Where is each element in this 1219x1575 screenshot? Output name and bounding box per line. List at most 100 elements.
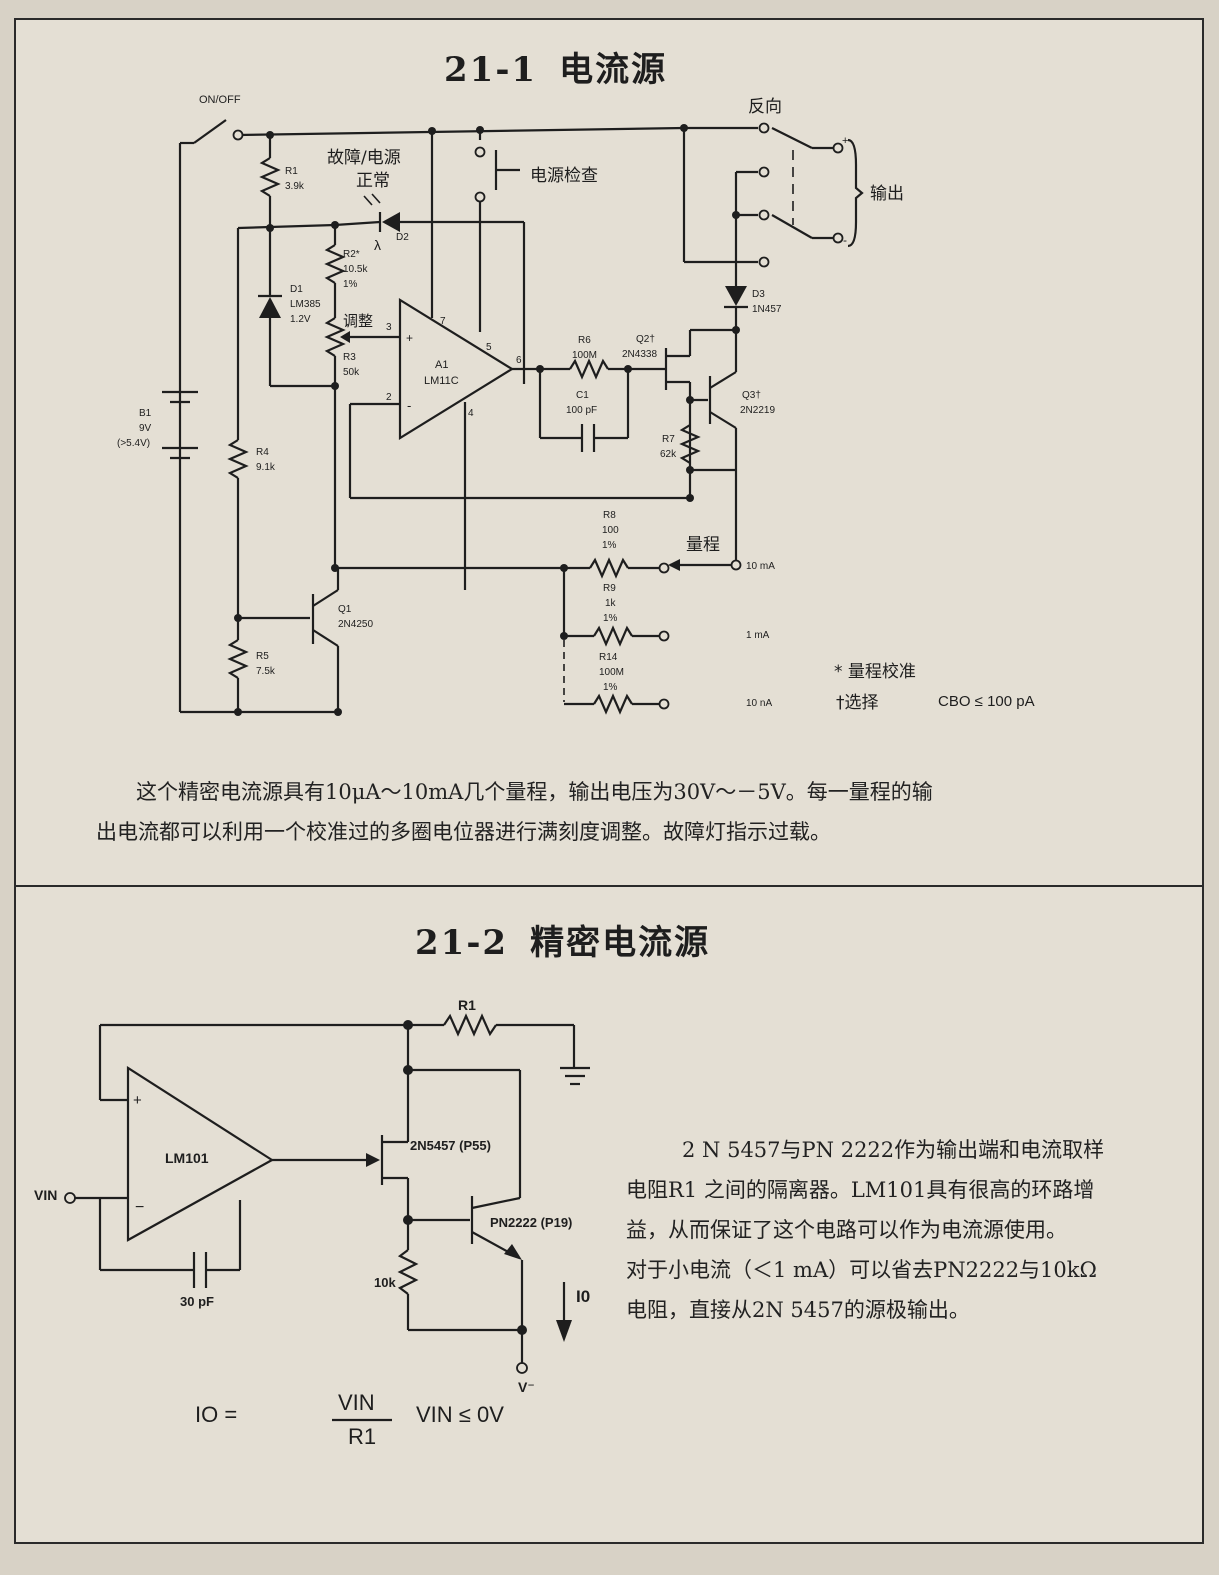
q1-label: Q1 <box>338 604 352 615</box>
labels-21-2: R1 LM101 + − VIN 30 pF 2N5457 (P55) PN22… <box>34 997 590 1449</box>
q2-label: Q2† <box>636 334 655 345</box>
jfet-label: 2N5457 (P55) <box>410 1138 491 1153</box>
r5-value: 7.5k <box>256 666 276 677</box>
formula-condition: VIN ≤ 0V <box>416 1402 504 1427</box>
b1-min-voltage: (>5.4V) <box>117 438 150 449</box>
page-frame <box>14 18 1204 1544</box>
r4-value: 9.1k <box>256 462 276 473</box>
d3-label: D3 <box>752 289 765 300</box>
b1-label: B1 <box>139 408 152 419</box>
pin5: 5 <box>486 342 492 353</box>
range-10na: 10 nA <box>746 698 772 709</box>
formula-lhs: IO = <box>195 1402 237 1427</box>
r8-label: R8 <box>603 510 616 521</box>
fault-label: 故障/电源 <box>327 148 401 168</box>
vin-label: VIN <box>34 1187 57 1203</box>
note-select: †选择 <box>836 693 879 713</box>
caption-21-1-line2: 出电流都可以利用一个校准过的多圈电位器进行满刻度调整。故障灯指示过载。 <box>96 820 831 844</box>
pin7: 7 <box>440 316 446 327</box>
output-label: 输出 <box>870 184 904 204</box>
power-check-label: 电源检查 <box>530 166 598 186</box>
r14-value: 100M <box>599 667 624 678</box>
r14-label: R14 <box>599 652 618 663</box>
labels-21-1: ON/OFF 故障/电源 正常 电源检查 反向 输出 + - R1 3.9k D… <box>117 94 1035 713</box>
output-minus: - <box>843 233 847 247</box>
opamp2-plus: + <box>133 1092 142 1109</box>
fault-label-2: 正常 <box>356 171 390 191</box>
r2-value: 10.5k <box>343 264 368 275</box>
reverse-label: 反向 <box>748 97 782 117</box>
opamp-minus: - <box>407 398 411 413</box>
r2-tolerance: 1% <box>343 279 358 290</box>
a1-value: LM11C <box>424 375 459 387</box>
d3-value: 1N457 <box>752 304 782 315</box>
pin4: 4 <box>468 408 474 419</box>
r10k-label: 10k <box>374 1275 396 1290</box>
r6-label: R6 <box>578 335 591 346</box>
opamp2-minus: − <box>135 1199 144 1216</box>
d1-value: LM385 <box>290 299 321 310</box>
output-plus: + <box>842 135 848 147</box>
pin3: 3 <box>386 322 392 333</box>
c1-value: 100 pF <box>566 405 597 416</box>
lm101-label: LM101 <box>165 1150 209 1166</box>
note-cbo: CBO ≤ 100 pA <box>938 693 1035 710</box>
d2-label: D2 <box>396 232 409 243</box>
caption-21-2: 2 N 5457与PN 2222作为输出端和电流取样 电阻R1 之间的隔离器。L… <box>626 1130 1182 1330</box>
wires-21-1 <box>162 119 864 715</box>
pin6: 6 <box>516 355 522 366</box>
r1-label-2: R1 <box>458 997 476 1013</box>
section-divider <box>14 885 1202 887</box>
r1-label: R1 <box>285 166 298 177</box>
r5-label: R5 <box>256 651 269 662</box>
lambda-symbol: λ <box>374 237 381 253</box>
pin2: 2 <box>386 392 392 403</box>
a1-label: A1 <box>435 359 448 371</box>
r3-label: R3 <box>343 352 356 363</box>
q1-value: 2N4250 <box>338 619 373 630</box>
r4-label: R4 <box>256 447 269 458</box>
r6-value: 100M <box>572 350 597 361</box>
caption-21-2-line2: 电阻R1 之间的隔离器。LM101具有很高的环路增 <box>626 1178 1095 1202</box>
adjust-label: 调整 <box>343 312 373 330</box>
q3-value: 2N2219 <box>740 405 775 416</box>
formula-denominator: R1 <box>348 1424 376 1449</box>
r14-tolerance: 1% <box>603 682 618 693</box>
caption-21-2-line1: 2 N 5457与PN 2222作为输出端和电流取样 <box>682 1138 1105 1162</box>
bjt-label: PN2222 (P19) <box>490 1215 572 1230</box>
circuit-21-2 <box>64 1013 590 1422</box>
r1-value: 3.9k <box>285 181 305 192</box>
r9-label: R9 <box>603 583 616 594</box>
d1-voltage: 1.2V <box>290 314 311 325</box>
formula-numerator: VIN <box>338 1390 375 1415</box>
b1-value: 9V <box>139 423 152 434</box>
onoff-label: ON/OFF <box>199 94 241 106</box>
r8-tolerance: 1% <box>602 540 617 551</box>
q2-value: 2N4338 <box>622 349 657 360</box>
note-calibration: * 量程校准 <box>834 662 916 682</box>
caption-21-1-line1: 这个精密电流源具有10μA～10mA几个量程，输出电压为30V～－5V。每一量程… <box>136 780 933 804</box>
vminus-label: V⁻ <box>518 1379 535 1395</box>
r7-value: 62k <box>660 449 677 460</box>
io-label: I0 <box>576 1287 590 1306</box>
r7-label: R7 <box>662 434 675 445</box>
r2-label: R2* <box>343 249 360 260</box>
d1-label: D1 <box>290 284 303 295</box>
caption-21-2-line4: 对于小电流（＜1 mA）可以省去PN2222与10kΩ <box>626 1258 1097 1282</box>
c1-label: C1 <box>576 390 589 401</box>
range-1ma: 1 mA <box>746 630 770 641</box>
opamp-plus: + <box>406 331 413 345</box>
nodes-21-1 <box>232 122 844 716</box>
caption-21-1: 这个精密电流源具有10μA～10mA几个量程，输出电压为30V～－5V。每一量程… <box>96 772 1096 852</box>
caption-21-2-line3: 益，从而保证了这个电路可以作为电流源使用。 <box>626 1218 1067 1242</box>
range-10ma: 10 mA <box>746 561 775 572</box>
r9-tolerance: 1% <box>603 613 618 624</box>
r9-value: 1k <box>605 598 617 609</box>
cap-30pf-label: 30 pF <box>180 1294 214 1309</box>
r3-value: 50k <box>343 367 360 378</box>
caption-21-2-line5: 电阻，直接从2N 5457的源极输出。 <box>626 1298 970 1322</box>
q3-label: Q3† <box>742 390 761 401</box>
